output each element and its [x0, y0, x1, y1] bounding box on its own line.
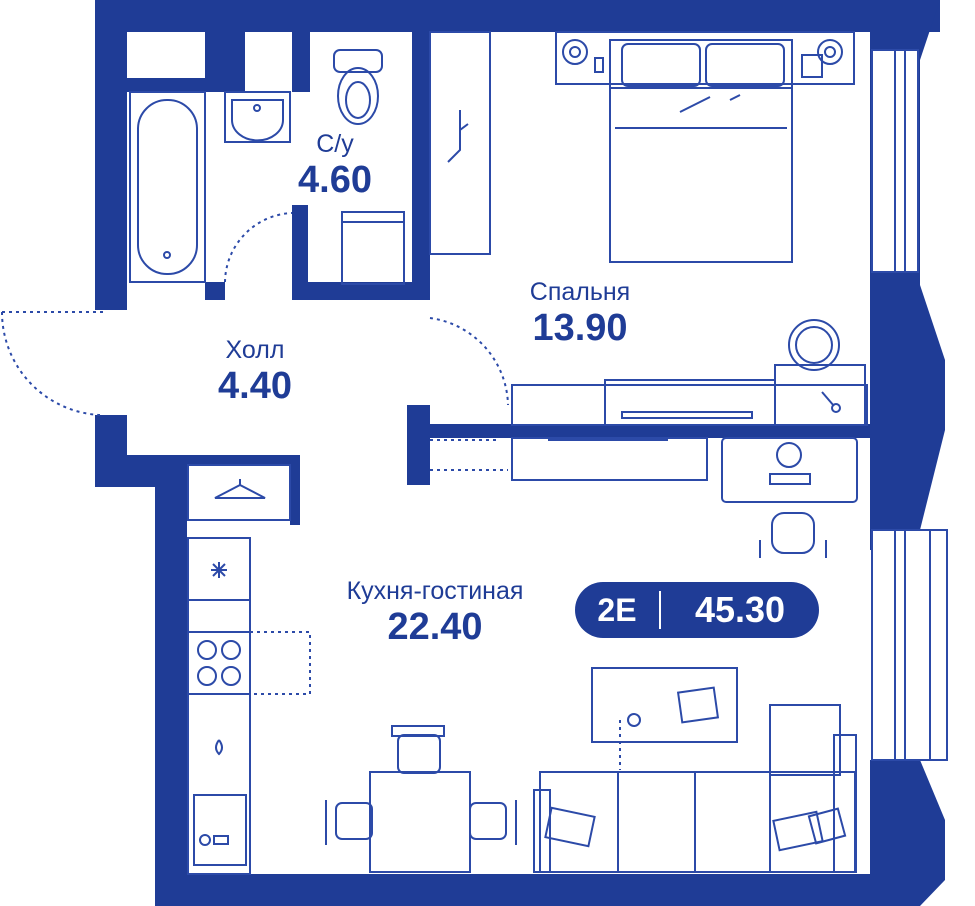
chair-icon	[759, 512, 827, 558]
room-area: 4.60	[298, 159, 372, 201]
kitchen-counter	[187, 537, 251, 875]
sink-icon	[224, 91, 291, 143]
door-living	[430, 439, 508, 471]
wall-bath-shelf	[127, 78, 217, 92]
work-desk-icon	[721, 437, 858, 503]
washer-icon	[341, 211, 405, 285]
wall-wardrobe-top	[185, 455, 300, 465]
wall-top	[95, 0, 940, 32]
wall-right-pier	[870, 270, 920, 310]
badge-divider	[659, 591, 661, 629]
furniture	[0, 31, 948, 875]
window-bedroom	[871, 49, 919, 273]
toilet-icon	[333, 49, 383, 125]
room-name: Холл	[225, 336, 285, 364]
window-living	[871, 529, 948, 761]
apartment-total-area: 45.30	[694, 589, 786, 630]
coffee-table-icon	[591, 667, 738, 770]
wall-wc-partition	[292, 205, 308, 300]
wardrobe-icon	[187, 464, 291, 521]
fridge-icon	[187, 537, 251, 601]
room-area: 4.40	[218, 365, 292, 407]
door-entrance	[0, 311, 105, 416]
room-area: 22.40	[387, 606, 483, 648]
room-name: Спальня	[529, 278, 631, 306]
wall-bath-shaft-2	[292, 32, 310, 92]
door-bathroom	[224, 212, 293, 283]
wardrobe-bedroom-icon	[429, 31, 491, 255]
room-name: С/у	[316, 130, 354, 158]
wall-bottom	[155, 874, 915, 906]
wall-bath-jamb	[205, 282, 225, 300]
room-label-bathroom: С/у 4.60	[290, 130, 380, 202]
room-label-hall: Холл 4.40	[195, 336, 315, 408]
wall-bath-bedroom	[412, 32, 430, 290]
desk-icon	[511, 319, 868, 426]
sofa-icon	[533, 704, 857, 873]
wall-bath-bottom	[300, 282, 430, 300]
room-area: 13.90	[532, 307, 628, 349]
tv-console-icon	[511, 437, 708, 481]
apartment-badge: 2Е 45.30	[575, 582, 819, 638]
wall-right-lower	[870, 760, 945, 906]
wall-bedroom-jamb	[407, 405, 430, 485]
room-name: Кухня-гостиная	[346, 577, 524, 605]
apartment-type: 2Е	[597, 591, 637, 628]
wall-left-upper	[95, 0, 127, 310]
bed-icon	[555, 31, 855, 263]
wall-wardrobe-side	[290, 455, 300, 525]
dining-table-icon	[325, 725, 517, 873]
bathtub-icon	[129, 91, 206, 283]
door-bedroom	[429, 317, 509, 406]
wall-bedroom-living	[407, 424, 870, 438]
walls	[95, 0, 945, 906]
wall-bath-shaft	[205, 32, 245, 92]
wall-left-lower	[155, 455, 187, 906]
room-label-living: Кухня-гостиная 22.40	[320, 577, 550, 649]
room-label-bedroom: Спальня 13.90	[505, 278, 655, 350]
